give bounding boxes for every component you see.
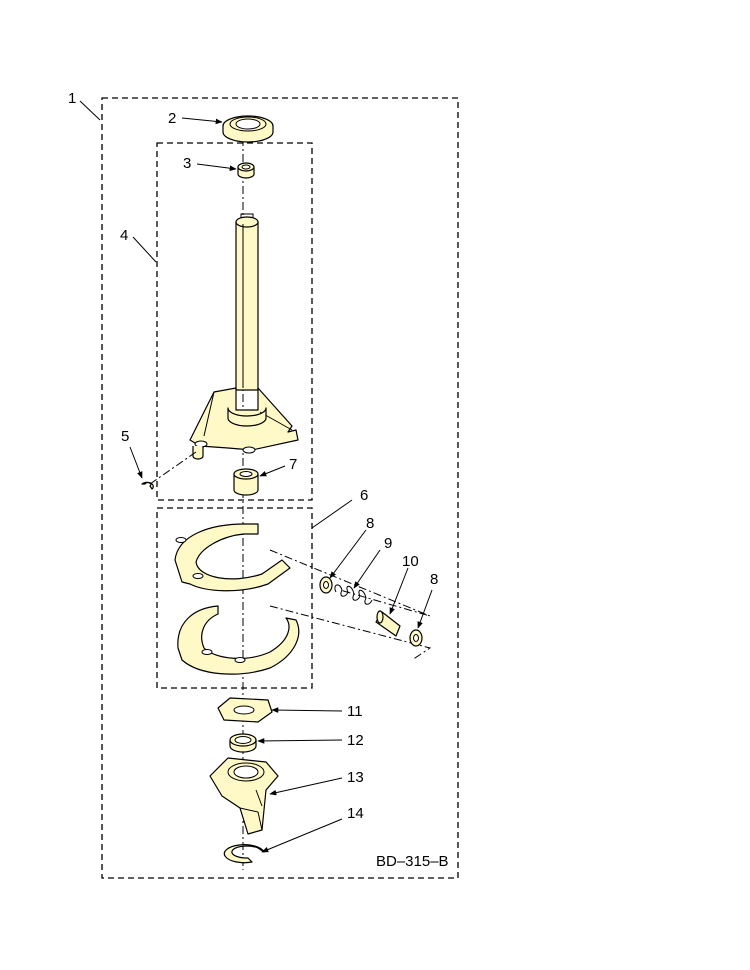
part-11-flange [217, 697, 273, 723]
callout-10: 10 [402, 553, 419, 570]
part-6-guide-plane-upper [269, 549, 431, 617]
part-9-spring [334, 584, 373, 605]
part-14-snap-ring [223, 844, 265, 864]
callout-12: 12 [347, 732, 364, 749]
diagram-code: BD–315–B [376, 853, 449, 870]
callout-5: 5 [121, 428, 129, 445]
part-10-plunger [375, 610, 401, 637]
callout-8-right: 8 [430, 571, 438, 588]
part-3-bushing [237, 162, 255, 179]
callout-14: 14 [347, 805, 364, 822]
leader-lines [79, 100, 433, 853]
part-6-brake-upper [174, 523, 291, 592]
callout-3: 3 [183, 155, 191, 172]
callout-6: 6 [360, 487, 368, 504]
callout-13: 13 [347, 769, 364, 786]
assembly-boundary-1 [101, 97, 459, 879]
part-5-clip [141, 481, 154, 490]
callout-4: 4 [120, 227, 128, 244]
callout-8-left: 8 [366, 515, 374, 532]
part-6-brake-lower [177, 605, 300, 675]
callout-1: 1 [68, 90, 76, 107]
callout-7: 7 [289, 456, 297, 473]
part-8-washer-left [319, 576, 333, 594]
part-12-ring [229, 733, 257, 753]
subassembly-boundary-4 [156, 142, 313, 501]
part-13-hub [209, 757, 279, 835]
callout-9: 9 [384, 535, 392, 552]
part-8-washer-right [409, 629, 423, 647]
part-2-bearing [222, 115, 274, 143]
subassembly-boundary-6 [156, 507, 313, 689]
part-5-guide [149, 451, 197, 485]
callout-11: 11 [347, 703, 363, 720]
callout-2: 2 [168, 110, 176, 127]
part-4-shaft-assembly [189, 213, 299, 460]
part-6-guide-plane-lower [269, 605, 432, 661]
callout-labels: 1 2 3 4 5 6 7 8 9 10 8 11 12 13 14 [68, 90, 438, 822]
part-7-bushing [233, 468, 259, 496]
